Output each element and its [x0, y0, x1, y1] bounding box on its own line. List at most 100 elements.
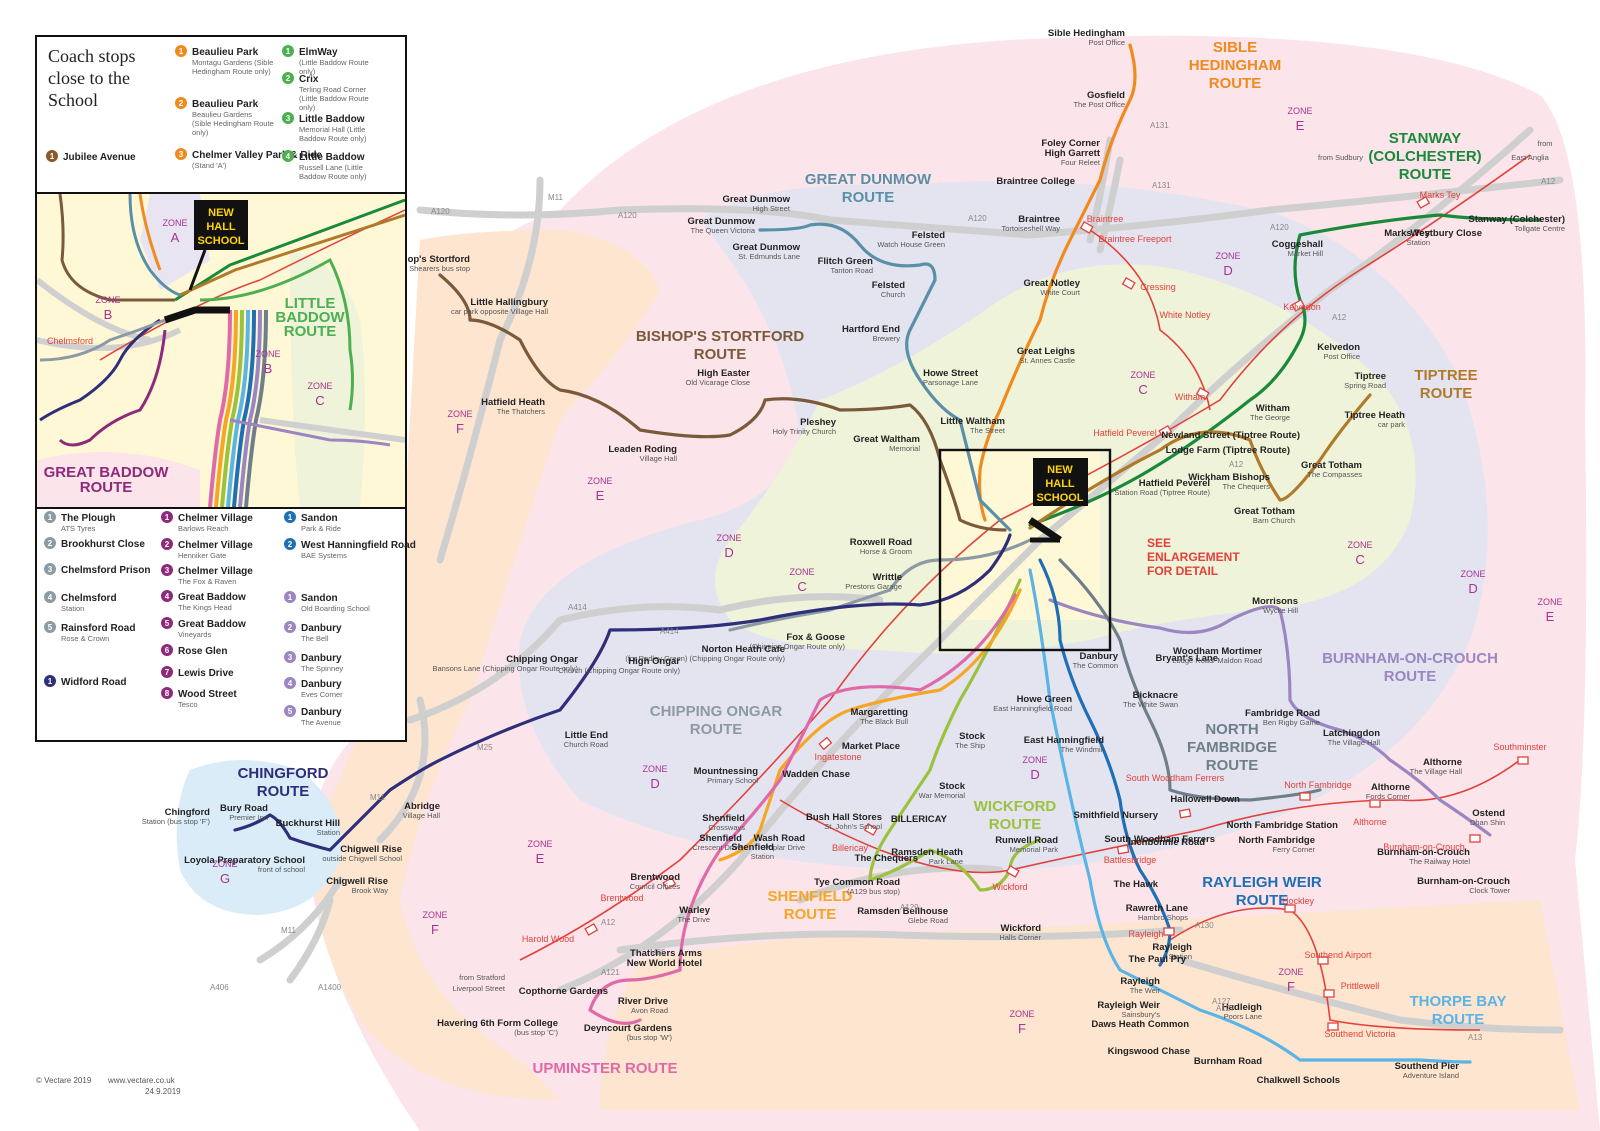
stop-number-icon [175, 45, 187, 57]
copyright: © Vectare 2019 [36, 1076, 92, 1085]
stop-number: 2 [288, 540, 293, 549]
stop-subtitle: Post Office [1323, 352, 1360, 361]
stop-name: Great Notley [1024, 278, 1081, 289]
legend-stop-name: Chelmer Village [178, 566, 253, 577]
stop-label: Stanway (Colchester)Tollgate Centre [1468, 214, 1565, 233]
stop-name: Abridge [404, 801, 440, 812]
stop-name: Loyola Preparatory School [184, 855, 305, 866]
stop-name: Roxwell Road [850, 537, 912, 548]
svg-text:ROUTE: ROUTE [784, 906, 837, 923]
stop-subtitle: (A129 bus stop) [847, 887, 900, 896]
stop-subtitle: The White Swan [1123, 700, 1178, 709]
stop-name: Shenfield [702, 813, 745, 824]
stop-name: Southend Pier [1395, 1061, 1460, 1072]
stop-subtitle: Village Hall [403, 811, 441, 820]
stop-number-icon [44, 591, 56, 603]
stop-subtitle: Station (bus stop 'F') [142, 817, 211, 826]
stop-name: Ramsden Bellhouse [857, 906, 948, 917]
stop-number: 2 [286, 74, 291, 83]
route-sible-line [977, 43, 1137, 522]
stop-name: High Garrett [1045, 148, 1101, 159]
stop-subtitle: The Windmill [1061, 745, 1105, 754]
stop-subtitle: The Street [970, 426, 1006, 435]
route-title-upminster: UPMINSTER ROUTE [532, 1060, 677, 1077]
svg-text:D: D [1223, 263, 1232, 278]
legend-stop-sub: The Fox & Raven [178, 577, 236, 586]
stop-subtitle: (bus stop 'W') [627, 1033, 673, 1042]
stop-number-icon [282, 112, 294, 124]
stop-name: Hadleigh [1222, 1002, 1262, 1013]
stop-subtitle: Council Offices [630, 882, 681, 891]
stop-subtitle: front of school [258, 865, 305, 874]
road-label: A414 [568, 603, 587, 612]
stop-name: Hatfield Heath [481, 397, 545, 408]
svg-text:D: D [724, 545, 733, 560]
stop-name: Sible Hedingham [1048, 28, 1125, 39]
stop-name: Foley Corner [1041, 138, 1100, 149]
legend-stop-name: The Plough [61, 513, 115, 524]
stop-label: Copthorne Gardens [519, 986, 608, 997]
stop-label: Westbury Close [1410, 228, 1482, 239]
svg-text:ZONE: ZONE [212, 859, 237, 869]
stop-name: Little Hallingbury [470, 297, 548, 308]
stop-name: Copthorne Gardens [519, 986, 608, 997]
stop-number: 5 [48, 623, 53, 632]
stop-name: Thatchers Arms [630, 948, 702, 959]
svg-text:HEDINGHAM: HEDINGHAM [1189, 57, 1282, 74]
stop-name: Smithfield Nursery [1074, 810, 1159, 821]
svg-text:ZONE: ZONE [422, 910, 447, 920]
stop-name: Coggeshall [1272, 239, 1323, 250]
stop-name: Stock [939, 781, 966, 792]
road-label: A131 [1152, 181, 1171, 190]
stop-name: North Fambridge Station [1227, 820, 1339, 831]
stop-name: Wickford [1000, 923, 1041, 934]
stop-label: Braintree College [996, 176, 1075, 187]
stop-subtitle: The Drive [677, 915, 710, 924]
station-label: Hatfield Peverel [1093, 428, 1157, 438]
stop-subtitle: The Common [1073, 661, 1118, 670]
svg-text:Chelmsford: Chelmsford [47, 336, 93, 346]
stop-number: 4 [48, 593, 53, 602]
station-label: Burnham-on-Crouch [1383, 842, 1465, 852]
stop-number: 3 [48, 565, 53, 574]
legend-title-2: close to the [48, 68, 130, 88]
svg-text:ROUTE: ROUTE [257, 783, 310, 800]
station-label: Harold Wood [522, 934, 574, 944]
svg-text:ROUTE: ROUTE [842, 189, 895, 206]
svg-text:GREAT DUNMOW: GREAT DUNMOW [805, 171, 932, 188]
station-label: Marks Tey [1420, 190, 1461, 200]
legend-stop-sub: Russell Lane (Little [299, 163, 363, 172]
svg-text:ZONE: ZONE [587, 476, 612, 486]
stop-subtitle: car park opposite Village Hall [451, 307, 548, 316]
stop-name: Ramsden Heath [891, 847, 963, 858]
legend-stop-sub: Station [61, 604, 84, 613]
stop-number: 8 [165, 689, 170, 698]
stop-number-icon [44, 511, 56, 523]
stop-subtitle: The Chequers [1222, 482, 1270, 491]
stop-label: Chalkwell Schools [1257, 1075, 1340, 1086]
stop-subtitle: The Thatchers [497, 407, 545, 416]
school-label-line2: HALL [1045, 478, 1075, 490]
stop-label: Kingswood Chase [1108, 1046, 1190, 1057]
svg-text:D: D [1030, 767, 1039, 782]
route-chingford-line [233, 533, 1012, 852]
